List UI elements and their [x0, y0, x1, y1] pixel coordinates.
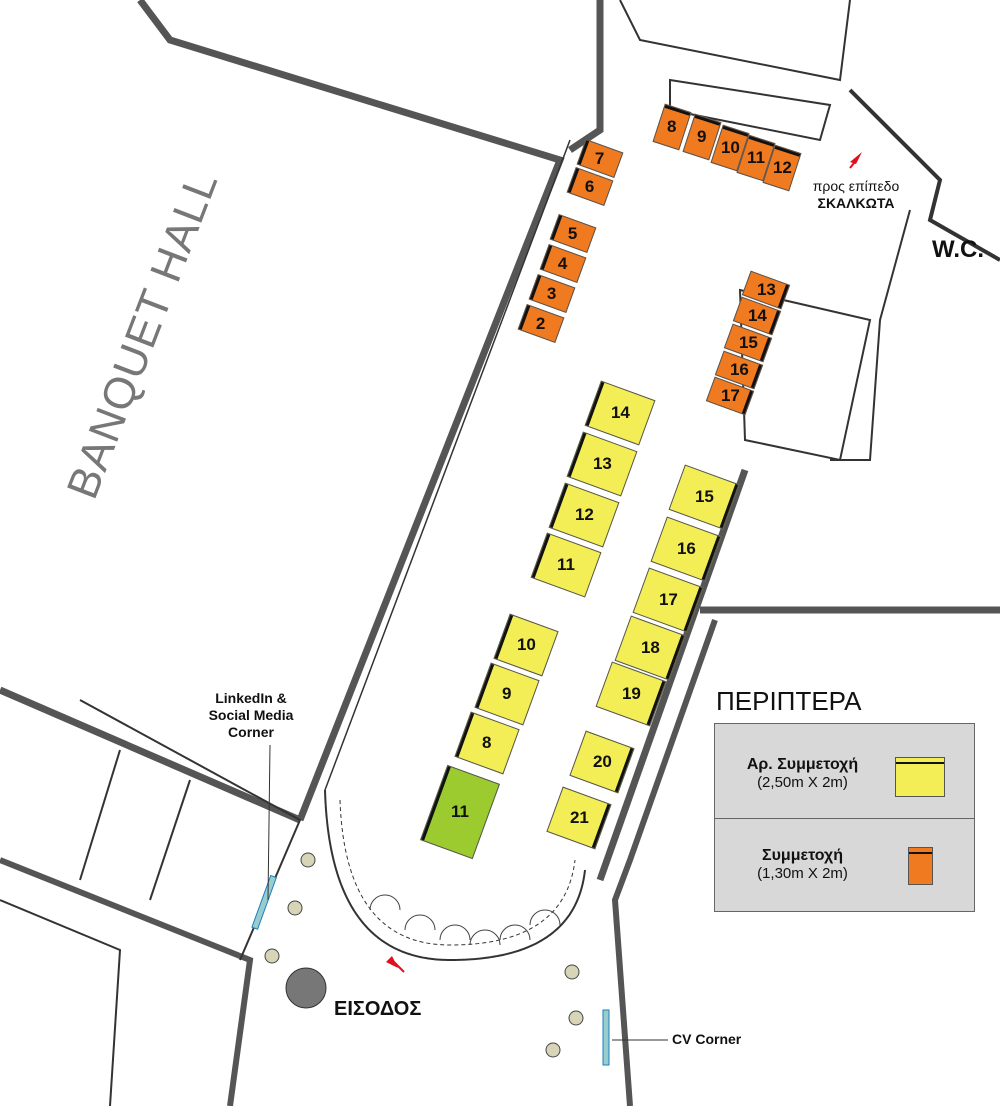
- booth-number: 11: [747, 147, 765, 167]
- booth-number: 5: [568, 223, 578, 242]
- booth-number: 17: [658, 589, 678, 609]
- arrow-icon: [386, 152, 862, 973]
- legend-name: Συμμετοχή: [762, 847, 843, 864]
- booth-number: 9: [697, 127, 707, 146]
- booth-number: 16: [729, 359, 749, 379]
- legend-row-small: Συμμετοχή(1,30m X 2m): [715, 818, 974, 913]
- booth-number: 2: [536, 313, 546, 332]
- booth-number: 13: [756, 279, 776, 299]
- booth-number: 8: [482, 733, 492, 752]
- linkedin-corner-label: LinkedIn & Social Media Corner: [208, 690, 294, 740]
- legend: Αρ. Συμμετοχή(2,50m X 2m) Συμμετοχή(1,30…: [714, 723, 975, 912]
- wc-label: W.C.: [932, 236, 984, 263]
- booth-number: 10: [516, 634, 536, 654]
- legend-size: (1,30m X 2m): [757, 865, 848, 882]
- stairs-label-line2: ΣΚΑΛΚΩΤΑ: [817, 195, 895, 211]
- legend-swatch-yellow: [895, 757, 945, 797]
- legend-swatch-orange: [908, 847, 933, 885]
- booth-number: 3: [547, 283, 557, 302]
- booth-number: 12: [772, 157, 792, 177]
- booth-number: 4: [558, 253, 568, 272]
- legend-name: Αρ. Συμμετοχή: [746, 756, 859, 773]
- booth-number: 6: [585, 176, 595, 195]
- booth-number: 18: [640, 637, 660, 657]
- booth-number: 13: [592, 453, 612, 473]
- booth-number: 17: [720, 385, 740, 405]
- booth-number: 12: [574, 504, 594, 524]
- booth-number: 14: [610, 402, 630, 422]
- booth-number: 10: [720, 137, 740, 157]
- entrance-label: ΕΙΣΟΔΟΣ: [334, 998, 422, 1020]
- legend-title: ΠΕΡΙΠΤΕΡΑ: [716, 686, 862, 716]
- booth-number: 15: [694, 486, 714, 506]
- booth-number: 19: [621, 683, 641, 703]
- stairs-label-line1: προς επίπεδο: [812, 178, 900, 194]
- booth-number: 11: [451, 801, 469, 821]
- booth-number: 14: [747, 305, 767, 325]
- booth-number: 15: [738, 332, 758, 352]
- booth-number: 20: [592, 751, 612, 771]
- booth-number: 21: [569, 807, 589, 827]
- booth-number: 9: [502, 684, 512, 703]
- booth-number: 7: [595, 148, 605, 167]
- legend-row-large: Αρ. Συμμετοχή(2,50m X 2m): [715, 724, 974, 818]
- booth-number: 11: [557, 554, 575, 574]
- booth-number: 8: [667, 117, 677, 136]
- cv-corner-label: CV Corner: [672, 1031, 742, 1047]
- booth-number: 16: [676, 538, 696, 558]
- legend-size: (2,50m X 2m): [757, 774, 848, 791]
